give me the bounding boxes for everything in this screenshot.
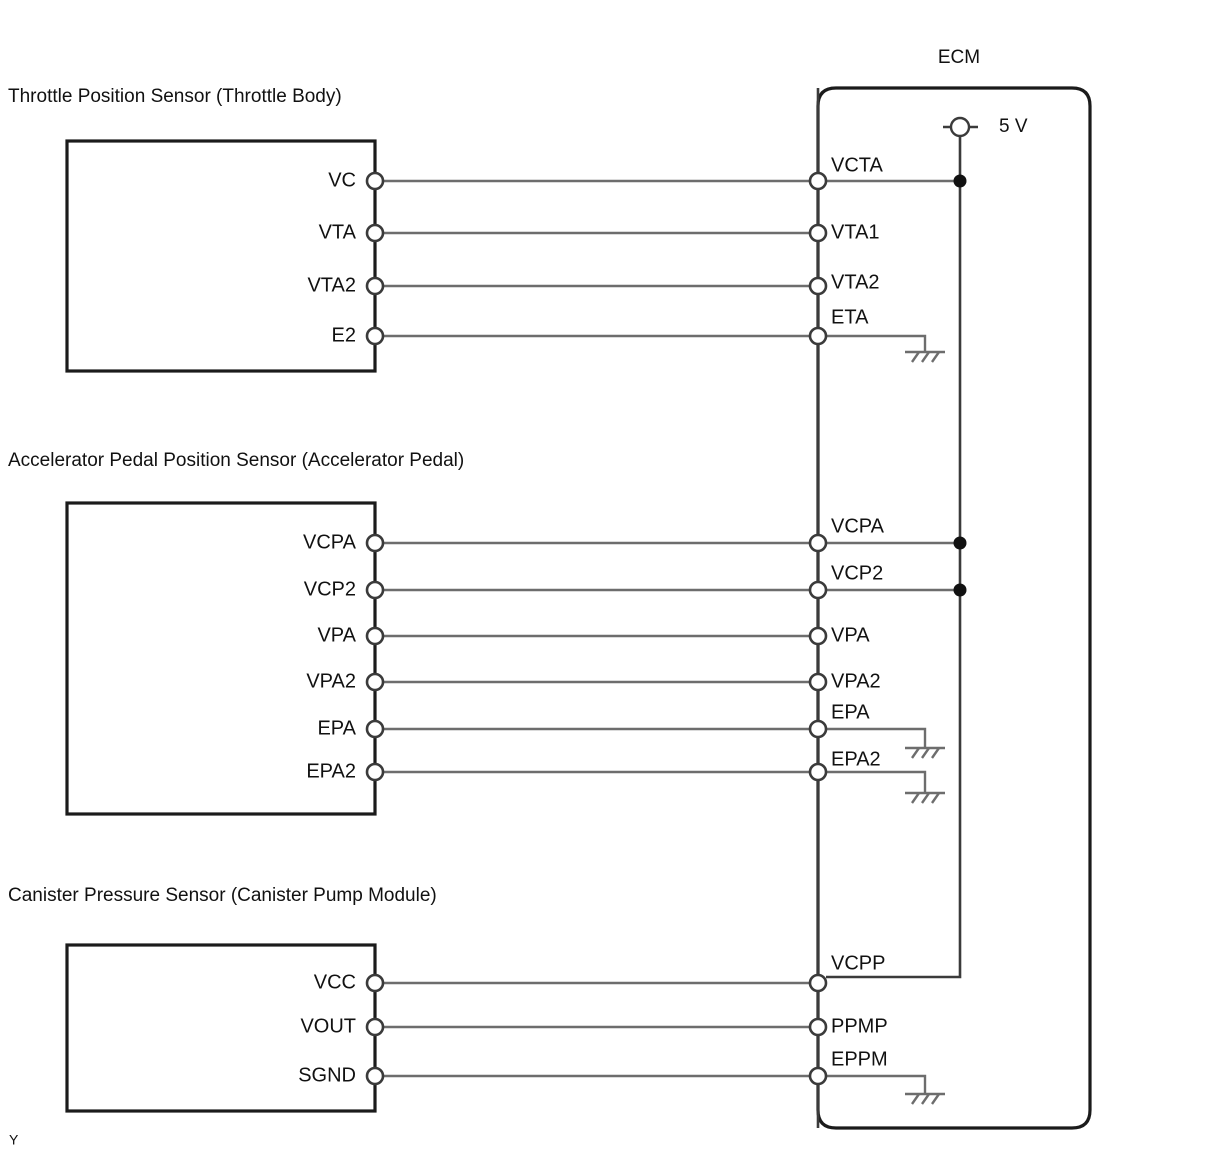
ecm-pin-vpa2	[808, 672, 828, 692]
section-title-throttle-position-sensor: Throttle Position Sensor (Throttle Body)	[8, 86, 342, 107]
sensor-pin-epa	[365, 719, 385, 739]
sensor-pin-vcc	[365, 973, 385, 993]
ground-hatch-epa-3	[931, 747, 940, 759]
ecm-pin-ppmp	[808, 1017, 828, 1037]
ground-hatch-epa-2	[921, 747, 930, 759]
sensor-pin-label-epa: EPA	[317, 717, 356, 739]
sensor-pin-vpa2	[365, 672, 385, 692]
ecm-pin-label-vpa: VPA	[831, 624, 870, 646]
ground-lead-eta	[818, 334, 927, 352]
ecm-pin-label-epa2: EPA2	[831, 748, 881, 770]
ground-hatch-epa2-2	[921, 792, 930, 804]
ecm-pin-label-vcpa: VCPA	[831, 515, 885, 537]
sensor-pin-label-vcpa: VCPA	[303, 531, 357, 553]
ecm-pin-vcpp	[808, 973, 828, 993]
ground-hatch-eppm-2	[921, 1093, 930, 1105]
ecm-pin-label-vta2: VTA2	[831, 271, 880, 293]
ecm-pin-vcta	[808, 171, 828, 191]
junction-vcpa	[953, 536, 967, 550]
ground-hatch-eppm-1	[911, 1093, 920, 1105]
sensor-pin-sgnd	[365, 1066, 385, 1086]
sensor-pin-label-sgnd: SGND	[298, 1064, 356, 1086]
sensor-pin-vta	[365, 223, 385, 243]
ecm-pin-epa2	[808, 762, 828, 782]
ecm-pin-label-epa: EPA	[831, 701, 870, 723]
sensor-pin-vta2	[365, 276, 385, 296]
ground-lead-epa2	[818, 770, 927, 793]
ecm-title: ECM	[938, 47, 980, 68]
sensor-pin-epa2	[365, 762, 385, 782]
ecm-pin-vcp2	[808, 580, 828, 600]
ground-hatch-epa2-3	[931, 792, 940, 804]
sensor-box-throttle-position-sensor	[65, 139, 377, 373]
section-title-accelerator-pedal-position-sensor: Accelerator Pedal Position Sensor (Accel…	[8, 450, 464, 471]
ground-hatch-eta-1	[911, 351, 920, 363]
sensor-pin-vcp2	[365, 580, 385, 600]
corner-mark: Y	[9, 1132, 19, 1148]
ecm-pin-eta	[808, 326, 828, 346]
sensor-pin-e2	[365, 326, 385, 346]
junction-vcp2	[953, 583, 967, 597]
ecm-pin-eppm	[808, 1066, 828, 1086]
ecm-pin-label-vcta: VCTA	[831, 154, 884, 176]
sensor-pin-label-epa2: EPA2	[306, 760, 356, 782]
sensor-pin-label-vcp2: VCP2	[304, 578, 356, 600]
sensor-pin-vc	[365, 171, 385, 191]
ecm-pin-vta2	[808, 276, 828, 296]
ecm-pin-label-eta: ETA	[831, 306, 869, 328]
sensor-pin-vcpa	[365, 533, 385, 553]
sensor-pin-label-vta: VTA	[319, 221, 357, 243]
ecm-pin-vcpa	[808, 533, 828, 553]
supply-label: 5 V	[999, 116, 1028, 137]
ground-lead-epa	[818, 727, 927, 748]
power-terminal-icon	[949, 116, 971, 138]
sensor-pin-label-e2: E2	[332, 324, 356, 346]
junction-vcta	[953, 174, 967, 188]
ecm-pin-label-vpa2: VPA2	[831, 670, 881, 692]
ecm-pin-label-vta1: VTA1	[831, 221, 880, 243]
ecm-pin-vpa	[808, 626, 828, 646]
five-volt-rail	[826, 136, 962, 979]
ground-hatch-eta-2	[921, 351, 930, 363]
ecm-pin-label-vcpp: VCPP	[831, 952, 885, 974]
ground-hatch-epa-1	[911, 747, 920, 759]
ecm-pin-label-vcp2: VCP2	[831, 562, 883, 584]
ground-hatch-eppm-3	[931, 1093, 940, 1105]
sensor-pin-vpa	[365, 626, 385, 646]
ground-hatch-eta-3	[931, 351, 940, 363]
sensor-pin-label-vc: VC	[328, 169, 356, 191]
sensor-pin-label-vpa: VPA	[317, 624, 356, 646]
sensor-pin-label-vta2: VTA2	[307, 274, 356, 296]
sensor-pin-vout	[365, 1017, 385, 1037]
ecm-pin-label-ppmp: PPMP	[831, 1015, 888, 1037]
sensor-box-accelerator-pedal-position-sensor	[65, 501, 377, 816]
ground-lead-eppm	[818, 1074, 927, 1094]
ground-hatch-epa2-1	[911, 792, 920, 804]
ecm-pin-label-eppm: EPPM	[831, 1048, 888, 1070]
ecm-pin-epa	[808, 719, 828, 739]
sensor-pin-label-vout: VOUT	[300, 1015, 356, 1037]
sensor-pin-label-vpa2: VPA2	[306, 670, 356, 692]
section-title-canister-pressure-sensor: Canister Pressure Sensor (Canister Pump …	[8, 885, 437, 906]
sensor-pin-label-vcc: VCC	[314, 971, 356, 993]
ecm-pin-vta1	[808, 223, 828, 243]
